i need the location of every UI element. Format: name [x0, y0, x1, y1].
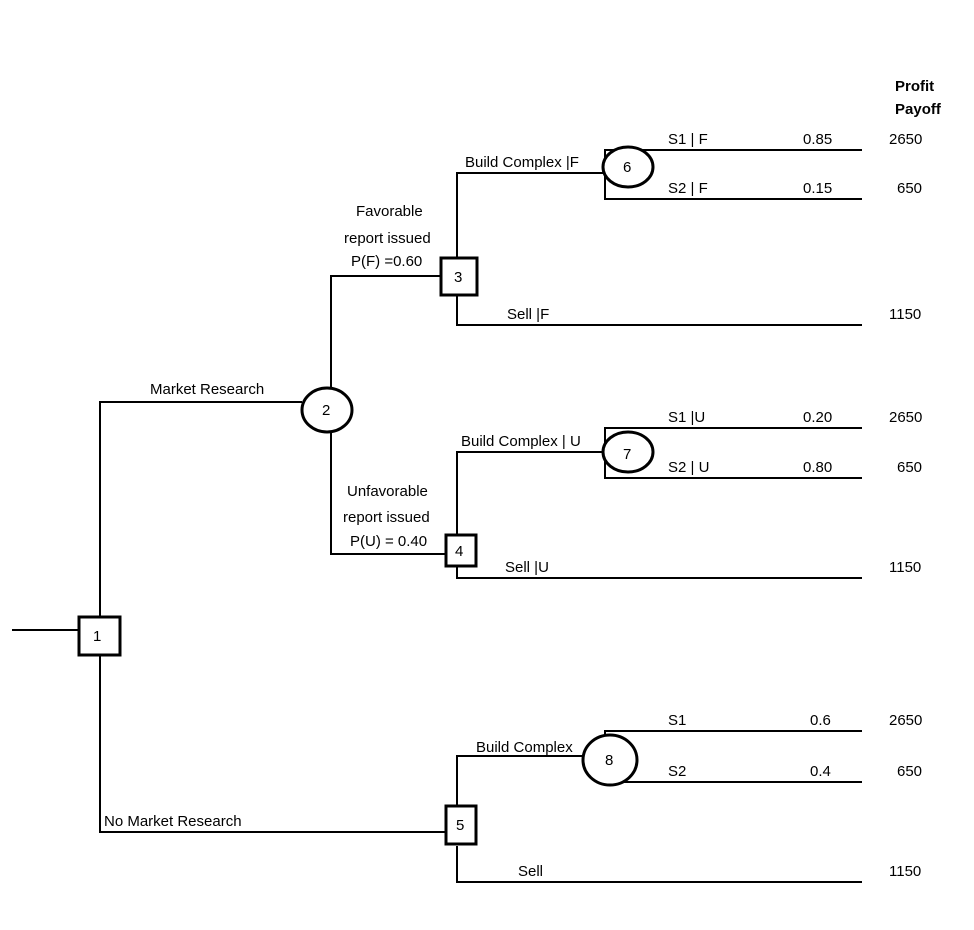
outcome-sell-payoff: 1150: [889, 863, 921, 880]
outcome-s2-f-label: S2 | F: [668, 180, 708, 197]
branch-market-research: [99, 401, 302, 618]
outcome-s2-u-label: S2 | U: [668, 459, 709, 476]
outcome-s2-f-line: [604, 173, 862, 200]
outcome-s1-f-label: S1 | F: [668, 131, 708, 148]
label-build: Build Complex: [476, 739, 573, 756]
svg-text:8: 8: [605, 752, 613, 769]
svg-text:7: 7: [623, 446, 631, 463]
branch-build: [456, 755, 584, 806]
outcome-s2-f-prob: 0.15: [803, 180, 832, 197]
chance-node-8: 8: [581, 733, 639, 787]
chance-node-7: 7: [601, 430, 655, 474]
outcome-s1-u-payoff: 2650: [889, 409, 922, 426]
label-no-market-research: No Market Research: [104, 813, 242, 830]
outcome-sell-f-payoff: 1150: [889, 306, 921, 323]
outcome-s2-f-payoff: 650: [897, 180, 922, 197]
label-favorable-1: Favorable: [356, 203, 423, 220]
label-unfavorable-1: Unfavorable: [347, 483, 428, 500]
label-sell-u: Sell |U: [505, 559, 549, 576]
svg-text:2: 2: [322, 402, 330, 419]
label-sell-f: Sell |F: [507, 306, 549, 323]
branch-unfavorable: [330, 432, 446, 555]
branch-sell: [456, 846, 862, 883]
branch-sell-f: [456, 296, 862, 326]
outcome-s1-line: [604, 730, 862, 758]
branch-no-market-research: [99, 656, 446, 833]
outcome-s2-u-payoff: 650: [897, 459, 922, 476]
svg-text:4: 4: [455, 543, 463, 560]
branch-build-f: [456, 172, 604, 258]
svg-text:6: 6: [623, 159, 631, 176]
header-profit: Profit: [895, 78, 934, 95]
label-build-f: Build Complex |F: [465, 154, 579, 171]
decision-node-3: 3: [439, 256, 479, 297]
label-build-u: Build Complex | U: [461, 433, 581, 450]
outcome-s2-prob: 0.4: [810, 763, 831, 780]
outcome-s1-payoff: 2650: [889, 712, 922, 729]
outcome-s1-u-label: S1 |U: [668, 409, 705, 426]
outcome-s1-prob: 0.6: [810, 712, 831, 729]
label-market-research: Market Research: [150, 381, 264, 398]
outcome-s2-u-prob: 0.80: [803, 459, 832, 476]
outcome-s2-payoff: 650: [897, 763, 922, 780]
svg-text:1: 1: [93, 628, 101, 645]
label-unfavorable-2: report issued: [343, 509, 430, 526]
label-sell: Sell: [518, 863, 543, 880]
label-favorable-2: report issued: [344, 230, 431, 247]
label-favorable-3: P(F) =0.60: [351, 253, 422, 270]
chance-node-2: 2: [300, 386, 354, 434]
outcome-s1-u-prob: 0.20: [803, 409, 832, 426]
branch-build-u: [456, 451, 604, 540]
header-payoff: Payoff: [895, 101, 942, 118]
outcome-s1-f-prob: 0.85: [803, 131, 832, 148]
decision-node-1: 1: [77, 615, 122, 657]
outcome-s1-f-payoff: 2650: [889, 131, 922, 148]
svg-text:5: 5: [456, 817, 464, 834]
branch-favorable: [330, 275, 440, 387]
decision-node-4: 4: [444, 533, 478, 568]
svg-text:3: 3: [454, 269, 462, 286]
branch-sell-u: [456, 566, 862, 579]
label-unfavorable-3: P(U) = 0.40: [350, 533, 427, 550]
decision-node-5: 5: [444, 804, 478, 846]
outcome-s1-label: S1: [668, 712, 686, 729]
chance-node-6: 6: [601, 145, 655, 189]
outcome-s2-label: S2: [668, 763, 686, 780]
outcome-sell-u-payoff: 1150: [889, 559, 921, 576]
